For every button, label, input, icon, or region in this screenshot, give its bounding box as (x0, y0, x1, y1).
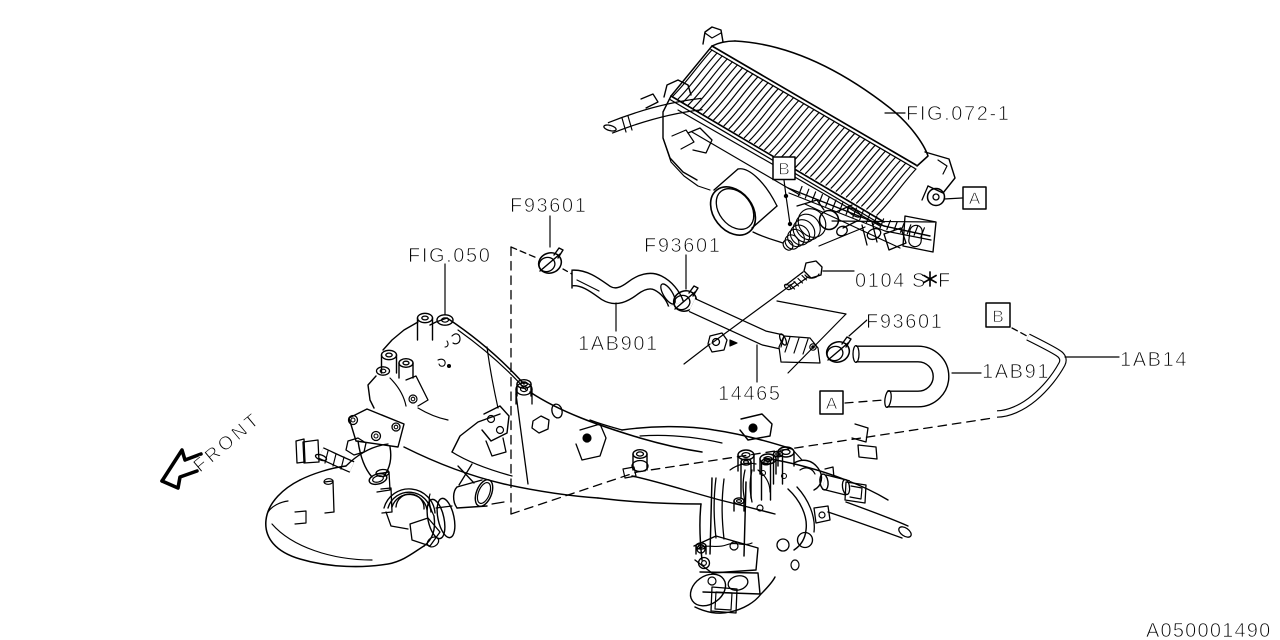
svg-text:B: B (992, 307, 1003, 326)
svg-text:F: F (938, 270, 952, 292)
svg-text:1AB14: 1AB14 (1120, 349, 1188, 371)
svg-text:1AB901: 1AB901 (578, 333, 659, 355)
svg-text:1AB91: 1AB91 (982, 361, 1050, 383)
svg-text:FRONT: FRONT (190, 408, 266, 476)
svg-text:A: A (826, 394, 838, 413)
svg-text:A: A (969, 189, 981, 208)
svg-text:FIG.050: FIG.050 (408, 245, 491, 267)
svg-text:FIG.072-1: FIG.072-1 (906, 103, 1010, 125)
svg-text:B: B (778, 160, 789, 179)
svg-text:0104: 0104 (855, 270, 906, 292)
svg-text:14465: 14465 (718, 383, 782, 405)
svg-text:F93601: F93601 (510, 195, 587, 217)
svg-text:F93601: F93601 (866, 311, 943, 333)
svg-text:F93601: F93601 (644, 235, 721, 257)
svg-text:S: S (912, 270, 927, 292)
svg-text:A050001490: A050001490 (1146, 620, 1271, 640)
